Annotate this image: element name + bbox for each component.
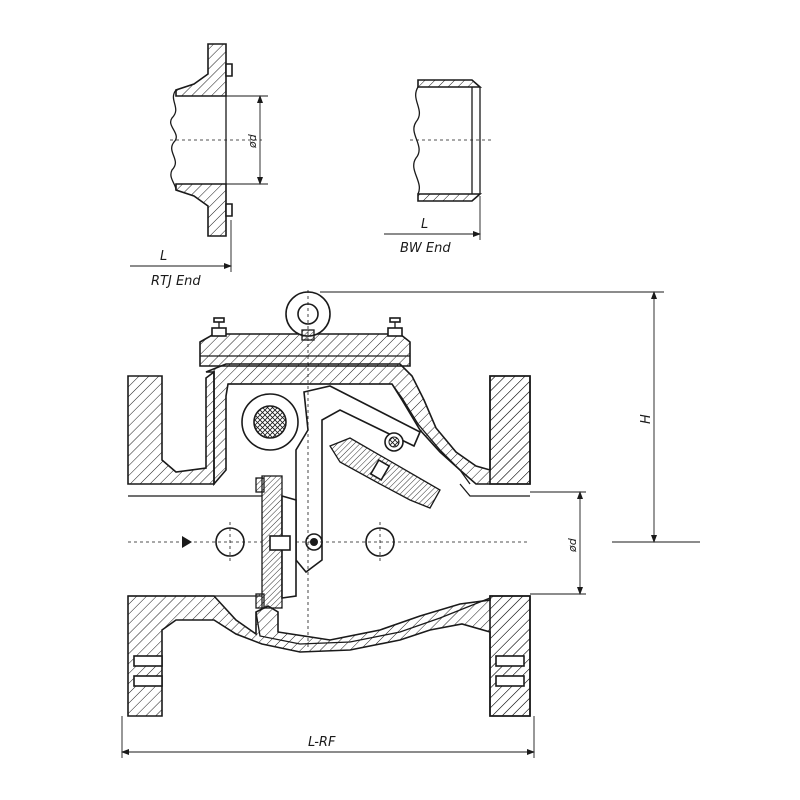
rtj-end-title: RTJ End [151,274,201,289]
valve-body-section [127,290,531,717]
bw-end-title: BW End [400,241,451,256]
bw-end-detail: L BW End [384,79,492,256]
flow-arrow-icon [182,536,192,548]
rtj-end-detail: ød L RTJ End [130,43,268,289]
dimension-lines: H ød L-RF [121,291,700,758]
height-label: H [639,414,654,424]
rtj-bore-label: ød [246,133,259,149]
overall-length-label: L-RF [308,735,336,750]
rtj-length-label: L [160,249,167,264]
main-bore-label: ød [566,537,579,553]
bw-length-label: L [421,217,428,232]
